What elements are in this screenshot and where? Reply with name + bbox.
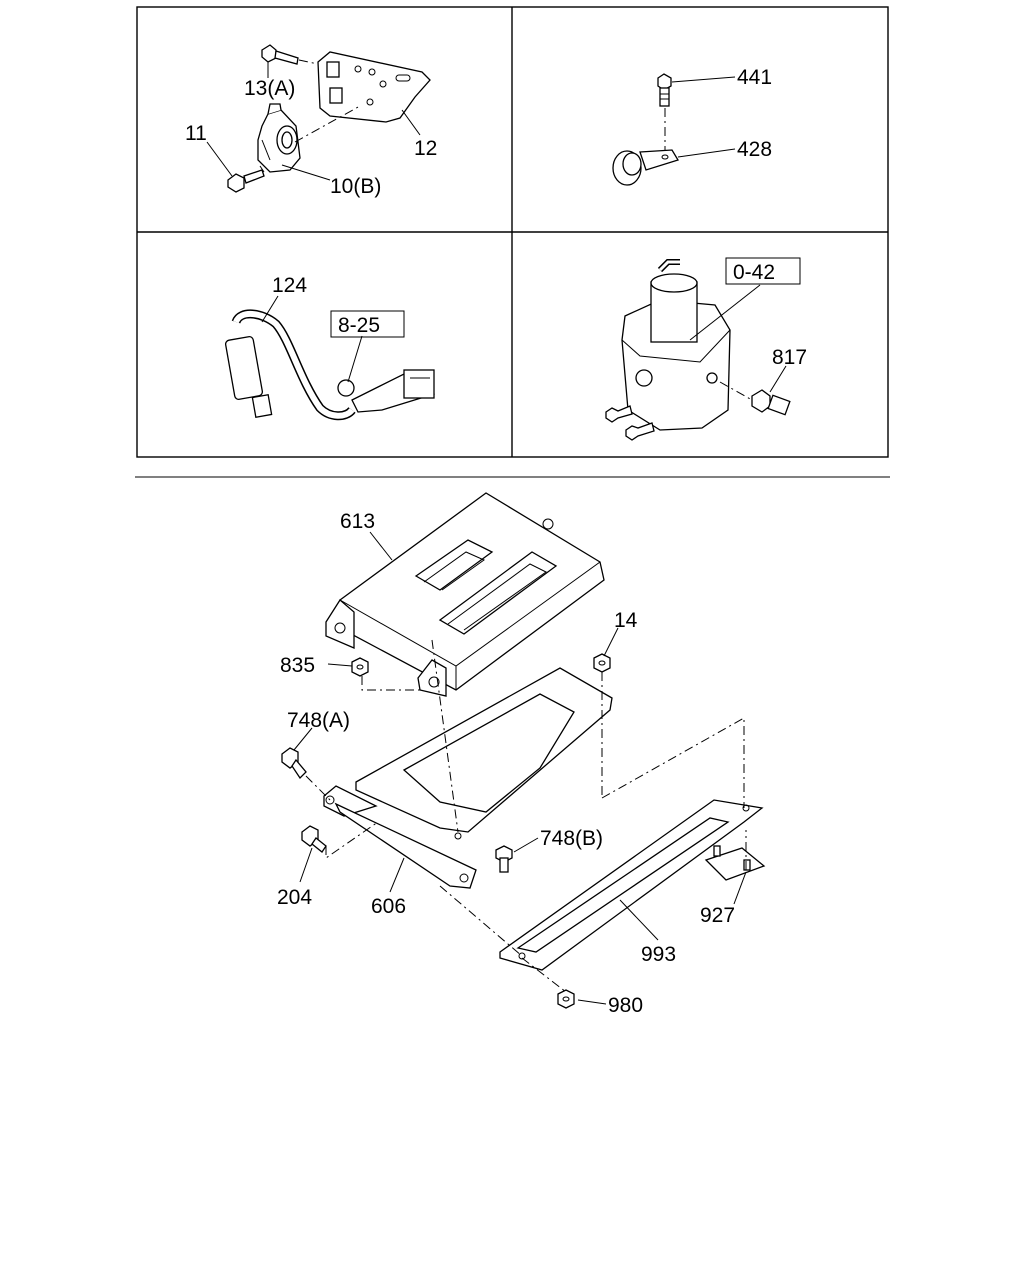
nut-14-icon: [593, 653, 611, 673]
bolt-lower-2-icon: [625, 422, 655, 441]
label-13a: 13(A): [244, 77, 295, 100]
bolt-748a-icon: [281, 747, 307, 780]
regulator-icon: [621, 259, 731, 431]
label-11: 11: [185, 122, 207, 145]
o2-sensor-124-icon: [224, 309, 435, 421]
label-980: 980: [608, 994, 643, 1017]
label-613: 613: [340, 510, 375, 533]
label-10b: 10(B): [330, 175, 381, 198]
label-606: 606: [371, 895, 406, 918]
ecm-module-613-icon: [325, 492, 605, 697]
clip-428-icon: [612, 149, 679, 186]
ref-box-8-25: 8-25: [338, 314, 380, 337]
bolt-lower-1-icon: [605, 405, 633, 423]
bracket-993-icon: [499, 799, 764, 971]
panel-mid-left: 124 8-25: [224, 274, 435, 421]
bracket-927-icon: [704, 845, 766, 881]
label-14: 14: [614, 609, 638, 632]
bolt-748b-icon: [495, 845, 513, 873]
bolt-11-icon: [227, 169, 265, 193]
bracket-12-icon: [317, 51, 431, 123]
label-817: 817: [772, 346, 807, 369]
label-748a: 748(A): [287, 709, 350, 732]
panel-grid: [135, 6, 890, 478]
panel-mid-right: 0-42 817: [605, 257, 807, 441]
nut-980-icon: [557, 989, 575, 1009]
panel-top-left: 13(A) 11 12 10(B): [185, 44, 437, 198]
label-441: 441: [737, 66, 772, 89]
label-12: 12: [414, 137, 437, 160]
label-124: 124: [272, 274, 307, 297]
label-835: 835: [280, 654, 315, 677]
nut-835-icon: [351, 657, 369, 677]
sensor-10b-icon: [257, 103, 301, 173]
sensor-817-icon: [751, 389, 791, 416]
bolt-441-icon: [657, 73, 672, 107]
bolt-13a-icon: [261, 44, 299, 65]
panel-top-right: 441 428: [612, 66, 772, 186]
ref-box-0-42: 0-42: [733, 261, 775, 284]
label-993: 993: [641, 943, 676, 966]
label-204: 204: [277, 886, 312, 909]
bracket-606-icon: [323, 667, 613, 889]
label-927: 927: [700, 904, 735, 927]
label-428: 428: [737, 138, 772, 161]
label-748b: 748(B): [540, 827, 603, 850]
bolt-204-icon: [301, 825, 327, 853]
ecm-assembly: 613 14 835 748(A) 748(B) 204 606 927 993…: [277, 492, 766, 1017]
